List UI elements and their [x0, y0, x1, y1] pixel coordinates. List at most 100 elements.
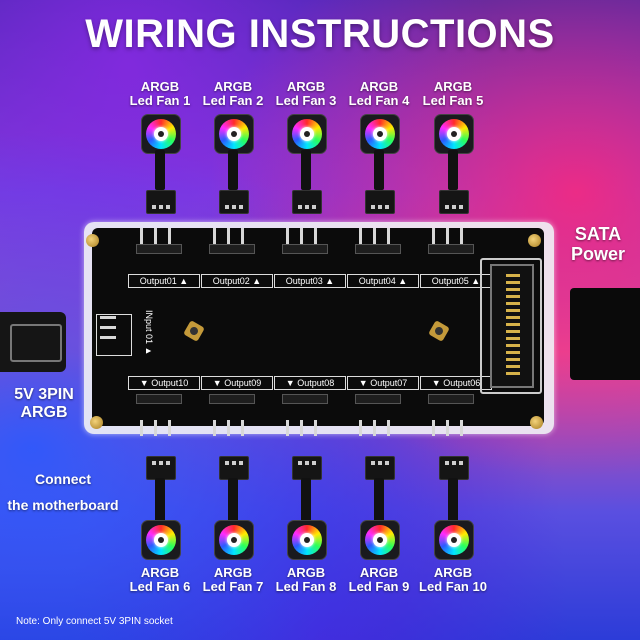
argb-label-line1: 5V 3PIN — [14, 386, 74, 403]
output-label: Output03 ▲ — [274, 274, 346, 288]
header-pin — [241, 420, 244, 436]
fan-label-line1: ARGB — [359, 79, 399, 94]
output-label: ▼ Output08 — [274, 376, 346, 390]
header-pin — [140, 228, 143, 244]
header-pin — [359, 420, 362, 436]
argb-fan-icon — [434, 114, 474, 154]
fan-label-line2: Led Fan 6 — [129, 579, 191, 594]
fan-cable — [448, 478, 458, 522]
fan-label-line1: ARGB — [140, 565, 180, 580]
header-pin — [213, 228, 216, 244]
fan-label-line2: Led Fan 4 — [348, 93, 410, 108]
fan-plug — [146, 190, 176, 214]
mount-screw — [528, 234, 541, 247]
sata-outline — [480, 258, 542, 394]
sata-pin — [506, 351, 520, 354]
fan-label-line1: ARGB — [433, 565, 473, 580]
sata-label-line2: Power — [570, 244, 626, 264]
output-label: ▼ Output10 — [128, 376, 200, 390]
output-label: Output04 ▲ — [347, 274, 419, 288]
sata-pin — [506, 288, 520, 291]
header-pin — [460, 228, 463, 244]
sata-pin — [506, 302, 520, 305]
header-pin — [359, 228, 362, 244]
argb-fan-icon — [434, 520, 474, 560]
fan-plug — [439, 456, 469, 480]
fan-plug — [292, 190, 322, 214]
header-pin — [314, 228, 317, 244]
fan-cable — [228, 478, 238, 522]
fan-label-line2: Led Fan 5 — [422, 93, 484, 108]
sata-cable — [570, 288, 640, 380]
header-pin — [168, 420, 171, 436]
sata-pin — [506, 309, 520, 312]
pin-header — [282, 394, 328, 404]
sata-pin — [506, 281, 520, 284]
fan-cable — [301, 150, 311, 190]
argb-fan-icon — [214, 520, 254, 560]
fan-label-line1: ARGB — [213, 79, 253, 94]
sata-connector — [490, 264, 534, 388]
header-pin — [241, 228, 244, 244]
input-label: INput 01 ▲ — [144, 310, 154, 356]
pin-header — [209, 394, 255, 404]
fan-label-line2: Led Fan 1 — [129, 93, 191, 108]
input-pin — [100, 326, 116, 329]
sata-pin — [506, 337, 520, 340]
header-pin — [154, 420, 157, 436]
fan-plug — [219, 190, 249, 214]
header-pin — [227, 228, 230, 244]
footer-note: Note: Only connect 5V 3PIN socket — [16, 616, 173, 627]
fan-label-line2: Led Fan 2 — [202, 93, 264, 108]
header-pin — [446, 228, 449, 244]
header-pin — [373, 228, 376, 244]
pin-header — [355, 244, 401, 254]
mount-screw — [86, 234, 99, 247]
sata-pin — [506, 295, 520, 298]
connect-label: Connect the motherboard — [0, 466, 126, 518]
fan-cable — [448, 150, 458, 190]
fan-plug — [219, 456, 249, 480]
input-header — [96, 314, 132, 356]
sata-pin — [506, 372, 520, 375]
argb-label-line2: ARGB — [20, 404, 68, 421]
hub-pcb — [92, 228, 544, 426]
fan-label-line2: Led Fan 3 — [275, 93, 337, 108]
sata-pin — [506, 330, 520, 333]
fan-label-line2: Led Fan 10 — [419, 579, 487, 594]
sata-pin — [506, 344, 520, 347]
pin-header — [428, 394, 474, 404]
header-pin — [286, 228, 289, 244]
fan-cable — [374, 478, 384, 522]
fan-label-line2: Led Fan 9 — [348, 579, 410, 594]
sata-label-line1: SATA — [574, 224, 622, 244]
fan-label-line2: Led Fan 7 — [202, 579, 264, 594]
fan-cable — [155, 478, 165, 522]
sata-pin — [506, 274, 520, 277]
pin-header — [282, 244, 328, 254]
header-pin — [213, 420, 216, 436]
header-pin — [140, 420, 143, 436]
header-pin — [432, 420, 435, 436]
header-pin — [432, 228, 435, 244]
fan-label-line1: ARGB — [213, 565, 253, 580]
pin-header — [428, 244, 474, 254]
header-pin — [373, 420, 376, 436]
sata-pin — [506, 365, 520, 368]
fan-plug — [292, 456, 322, 480]
fan-plug — [365, 190, 395, 214]
fan-label-line1: ARGB — [286, 565, 326, 580]
sata-pin — [506, 358, 520, 361]
input-pin — [100, 336, 116, 339]
argb-fan-icon — [360, 520, 400, 560]
argb-fan-icon — [214, 114, 254, 154]
sata-power-label: SATA Power — [560, 224, 636, 264]
header-pin — [314, 420, 317, 436]
mount-screw — [530, 416, 543, 429]
